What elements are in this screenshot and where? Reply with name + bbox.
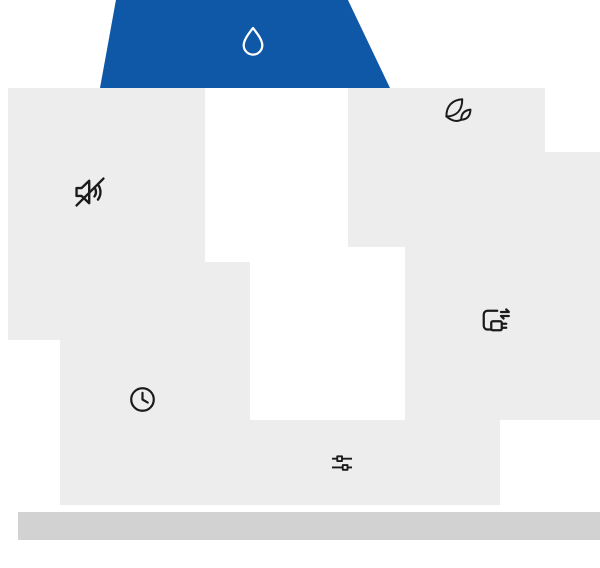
tile-settings[interactable] — [205, 420, 500, 505]
water-banner — [100, 0, 390, 88]
tile-connect[interactable] — [405, 152, 600, 420]
leaf-icon — [441, 95, 475, 129]
sliders-icon — [327, 448, 357, 478]
speaker-muted-icon — [71, 173, 109, 211]
bottom-bar — [18, 512, 600, 540]
clock-icon — [126, 383, 159, 416]
water-drop-icon — [235, 24, 271, 60]
plug-sync-icon — [477, 304, 513, 340]
